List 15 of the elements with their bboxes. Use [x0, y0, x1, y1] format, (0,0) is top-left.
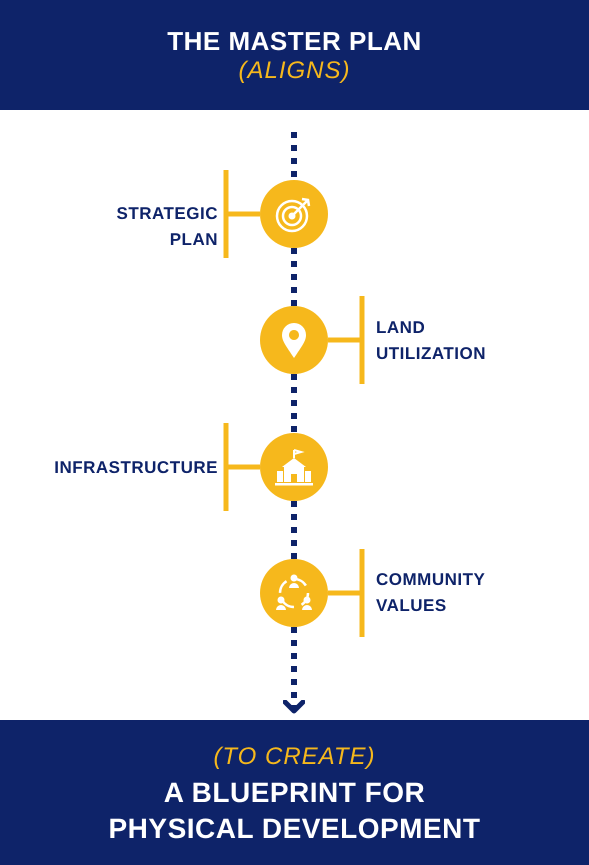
dotted-connector: [291, 248, 297, 306]
subtitle-text: (ALIGNS): [238, 56, 350, 84]
step-label: LAND UTILIZATION: [376, 317, 487, 365]
dotted-connector: [291, 374, 297, 433]
title-text: THE MASTER PLAN: [167, 26, 422, 56]
dotted-connector: [291, 132, 297, 180]
title-text: A BLUEPRINT FOR PHYSICAL DEVELOPMENT: [108, 776, 482, 846]
header-band: [0, 0, 589, 110]
footer-band: [0, 720, 589, 865]
subtitle-text: (TO CREATE): [212, 742, 377, 772]
dotted-connector: [282, 627, 306, 714]
dotted-connector: [291, 501, 297, 559]
step-label: COMMUNITY VALUES: [376, 569, 486, 617]
step-label: INFRASTRUCTURE: [53, 457, 218, 479]
step-label: STRATEGIC PLAN: [116, 203, 218, 251]
